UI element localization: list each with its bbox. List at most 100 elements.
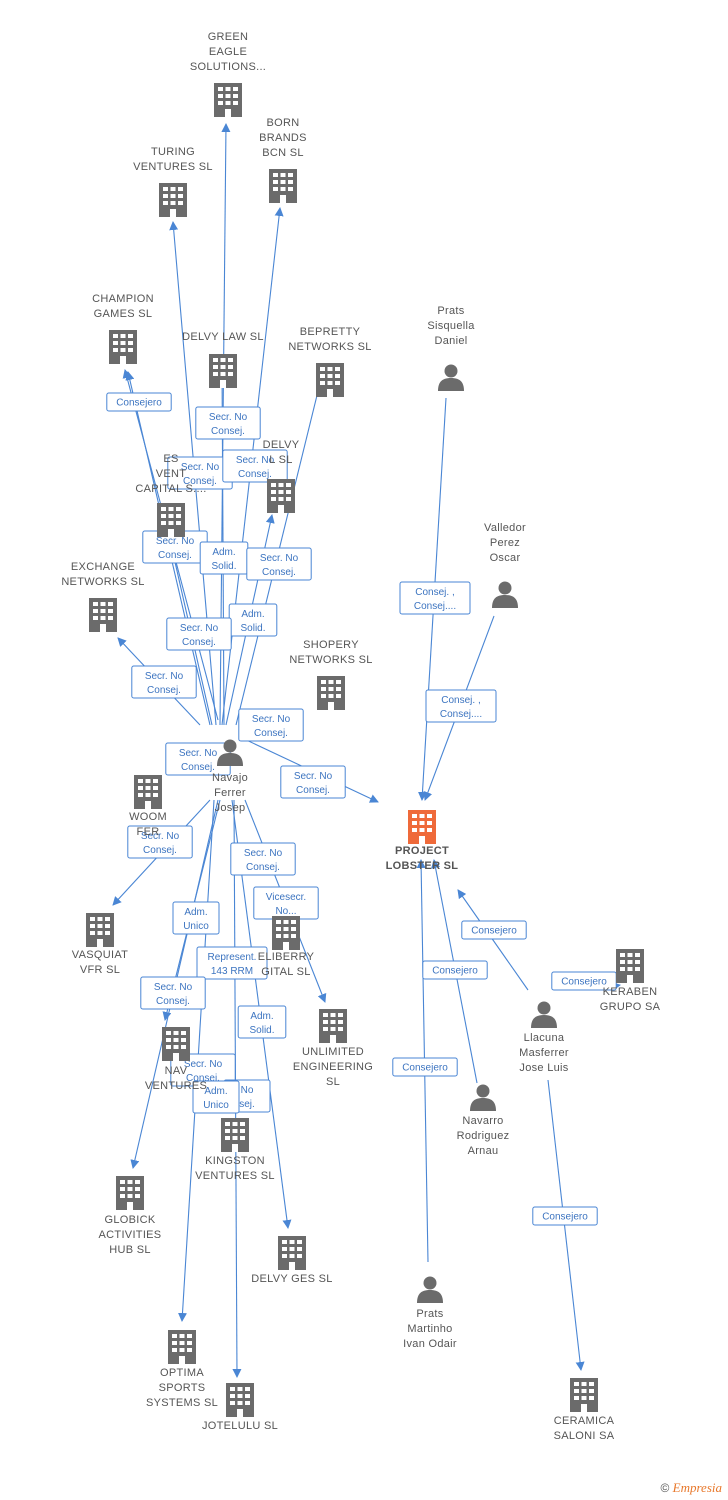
edge-label-16[interactable]: Adm.Unico xyxy=(172,901,220,935)
node-label-line: UNLIMITED xyxy=(302,1046,364,1058)
node-label-line: GAMES SL xyxy=(94,308,153,320)
node-delvy-ges[interactable]: DELVY GES SL xyxy=(251,1236,332,1285)
node-label-line: TURING xyxy=(151,146,195,158)
edge-label-22[interactable]: Adm.Unico xyxy=(192,1080,240,1114)
edge-label-box xyxy=(237,1005,287,1039)
edge-label-0[interactable]: Consejero xyxy=(106,392,172,412)
edge-label-19[interactable]: Adm.Solid. xyxy=(237,1005,287,1039)
node-label-line: Llacuna xyxy=(524,1032,565,1044)
edge-label-text: Secr. No xyxy=(180,623,219,634)
node-label-line: SYSTEMS SL xyxy=(146,1397,218,1409)
node-label-line: Prats xyxy=(437,305,464,317)
edge-label-text: Consejero xyxy=(116,398,162,409)
edge-label-7[interactable]: Adm.Solid. xyxy=(228,603,278,637)
building-icon xyxy=(269,169,297,203)
node-label-line: GREEN xyxy=(208,31,249,43)
edge-label-24[interactable]: Consej. ,Consej.... xyxy=(425,689,497,723)
edge-label-box xyxy=(172,901,220,935)
node-label-line: ENGINEERING xyxy=(293,1061,373,1073)
node-label-line: DELVY xyxy=(263,439,300,451)
edge-label-25[interactable]: Consejero xyxy=(461,920,527,940)
edge-label-18[interactable]: Secr. No Consej. xyxy=(140,976,206,1010)
edge-label-text: Consejero xyxy=(561,977,607,988)
building-icon xyxy=(89,598,117,632)
edge-label-15[interactable]: Vicesecr.No... xyxy=(253,886,319,920)
edge-label-29[interactable]: Consejero xyxy=(532,1206,598,1226)
edge-label-26[interactable]: Consejero xyxy=(422,960,488,980)
edge-label-box xyxy=(196,946,268,980)
building-icon xyxy=(616,949,644,983)
edge-label-text: Unico xyxy=(183,921,209,932)
building-icon xyxy=(221,1118,249,1152)
person-icon xyxy=(417,1276,443,1303)
focus-building-icon xyxy=(408,810,436,844)
edge-label-27[interactable]: Consejero xyxy=(392,1057,458,1077)
node-label-line: Ferrer xyxy=(214,787,246,799)
edge-label-box xyxy=(532,1206,598,1226)
edge-label-17[interactable]: Represent.143 RRM xyxy=(196,946,268,980)
edge-label-text: Secr. No xyxy=(181,462,220,473)
edge-label-text: Secr. No xyxy=(154,982,193,993)
edge-label-text: Adm. xyxy=(204,1086,227,1097)
edge-label-text: Adm. xyxy=(250,1011,273,1022)
edge-label-text: Consej. , xyxy=(415,587,454,598)
edge-label-text: Solid. xyxy=(211,561,236,572)
edge-label-23[interactable]: Consej. ,Consej.... xyxy=(399,581,471,615)
node-delvy-law[interactable]: DELVY LAW SL xyxy=(182,331,264,388)
node-green-eagle[interactable]: GREENEAGLESOLUTIONS... xyxy=(190,31,266,117)
node-label-line: DELVY LAW SL xyxy=(182,331,264,343)
brand-credit[interactable]: © Empresia xyxy=(660,1480,722,1496)
edge-label-text: Consej.... xyxy=(440,709,482,720)
building-icon xyxy=(109,330,137,364)
edge-label-box xyxy=(461,920,527,940)
node-label-line: Perez xyxy=(490,537,520,549)
edge-label-5[interactable]: Adm.Solid. xyxy=(199,541,249,575)
node-label-line: GRUPO SA xyxy=(600,1001,661,1013)
node-label-line: GLOBICK xyxy=(104,1214,155,1226)
node-label-line: Daniel xyxy=(435,335,468,347)
copyright-icon: © xyxy=(660,1481,670,1495)
edge-label-text: Consej. xyxy=(254,728,288,739)
edge-label-text: Consej. xyxy=(156,996,190,1007)
edge-label-text: Consej. xyxy=(181,762,215,773)
node-jotelulu[interactable]: JOTELULU SL xyxy=(202,1383,278,1432)
edge-label-text: No xyxy=(241,1085,254,1096)
